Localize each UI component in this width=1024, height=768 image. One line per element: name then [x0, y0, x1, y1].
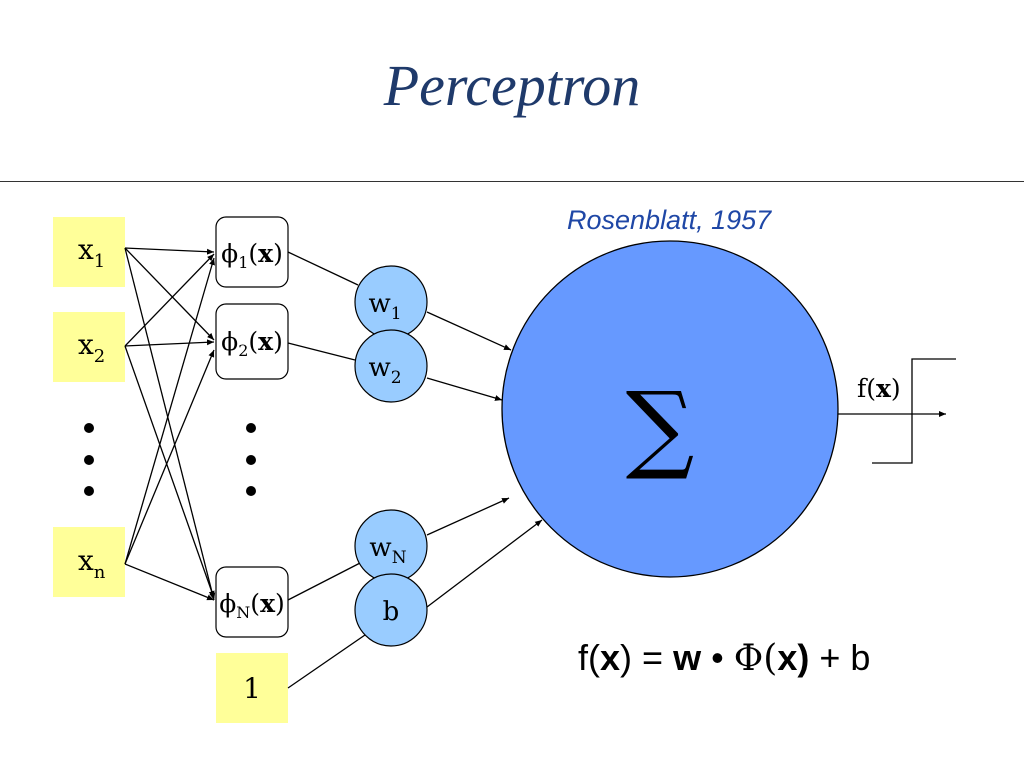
sigma-icon: ∑ — [626, 371, 695, 483]
summation-node — [501, 240, 839, 578]
feature-weight-connections — [287, 251, 366, 689]
input-box-bias — [216, 653, 288, 723]
feature-ellipsis — [246, 423, 256, 496]
bias-input-label: 1 — [243, 672, 261, 705]
attribution: Rosenblatt, 1957 — [567, 205, 772, 235]
input-label-xn: xn — [78, 544, 106, 583]
input-box-xn — [53, 527, 125, 597]
feature-label-phi2: ϕ2(x) — [221, 327, 283, 360]
step-function-icon — [872, 358, 956, 464]
input-label-x1: x1 — [78, 233, 105, 272]
weight-label-w2: w2 — [368, 353, 401, 388]
weight-label-b: b — [383, 597, 400, 627]
output-label: f(x) — [857, 374, 901, 403]
feature-label-phi1: ϕ1(x) — [221, 239, 283, 272]
feature-box-phiN — [215, 566, 289, 638]
weight-node-w2 — [354, 329, 428, 403]
weight-label-wN: wN — [369, 533, 406, 568]
slide-title: Perceptron — [383, 53, 641, 118]
weight-node-w1 — [354, 265, 428, 339]
input-feature-connections — [124, 247, 216, 601]
perceptron-formula: f(x) = w • Φ(x) + b — [578, 637, 871, 679]
input-box-x2 — [53, 312, 125, 382]
weight-label-w1: w1 — [368, 289, 401, 324]
weight-sum-connections — [426, 311, 543, 608]
input-ellipsis — [84, 423, 94, 496]
title-divider — [0, 181, 1024, 182]
input-box-x1 — [53, 217, 125, 287]
feature-box-phi2 — [215, 303, 289, 380]
feature-label-phiN: ϕN(x) — [219, 589, 284, 622]
weight-node-b — [354, 573, 428, 647]
input-label-x2: x2 — [78, 328, 105, 367]
